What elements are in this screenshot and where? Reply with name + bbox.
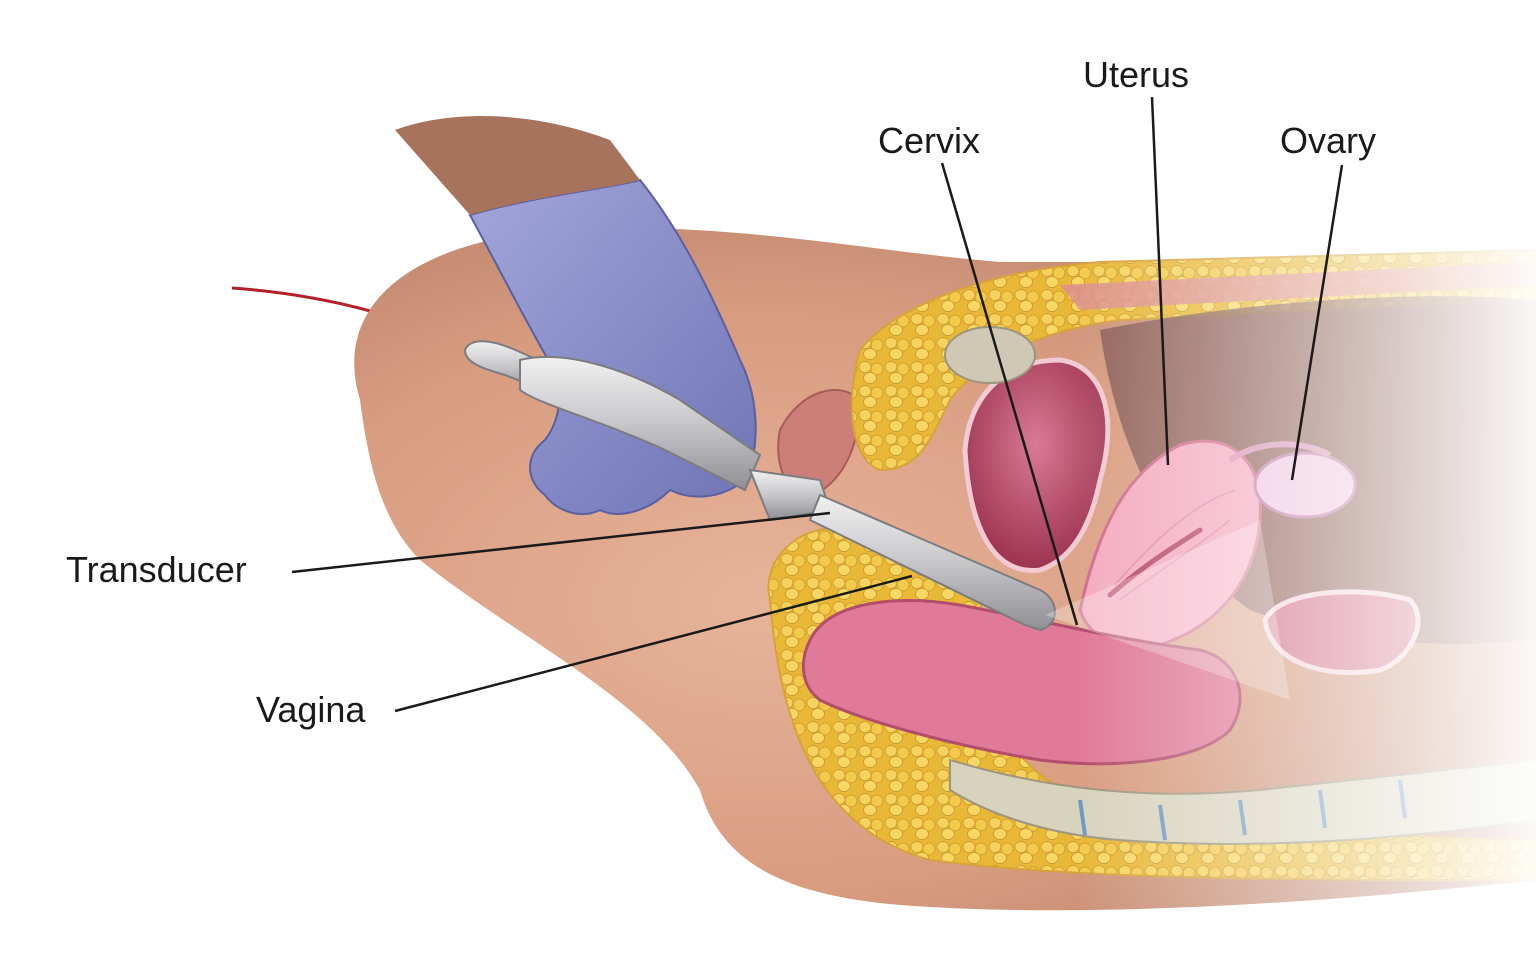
label-vagina: Vagina <box>256 689 366 730</box>
label-transducer: Transducer <box>66 549 247 590</box>
uterus-leader <box>1150 96 1170 466</box>
vagina-leader <box>394 574 913 713</box>
transducer-leader <box>291 511 831 574</box>
label-cervix: Cervix <box>878 120 981 161</box>
label-ovary: Ovary <box>1280 120 1377 161</box>
label-uterus: Uterus <box>1083 54 1190 95</box>
cervix-leader <box>940 162 1079 626</box>
ovary-leader <box>1290 164 1344 481</box>
leader-lines <box>291 96 1344 713</box>
